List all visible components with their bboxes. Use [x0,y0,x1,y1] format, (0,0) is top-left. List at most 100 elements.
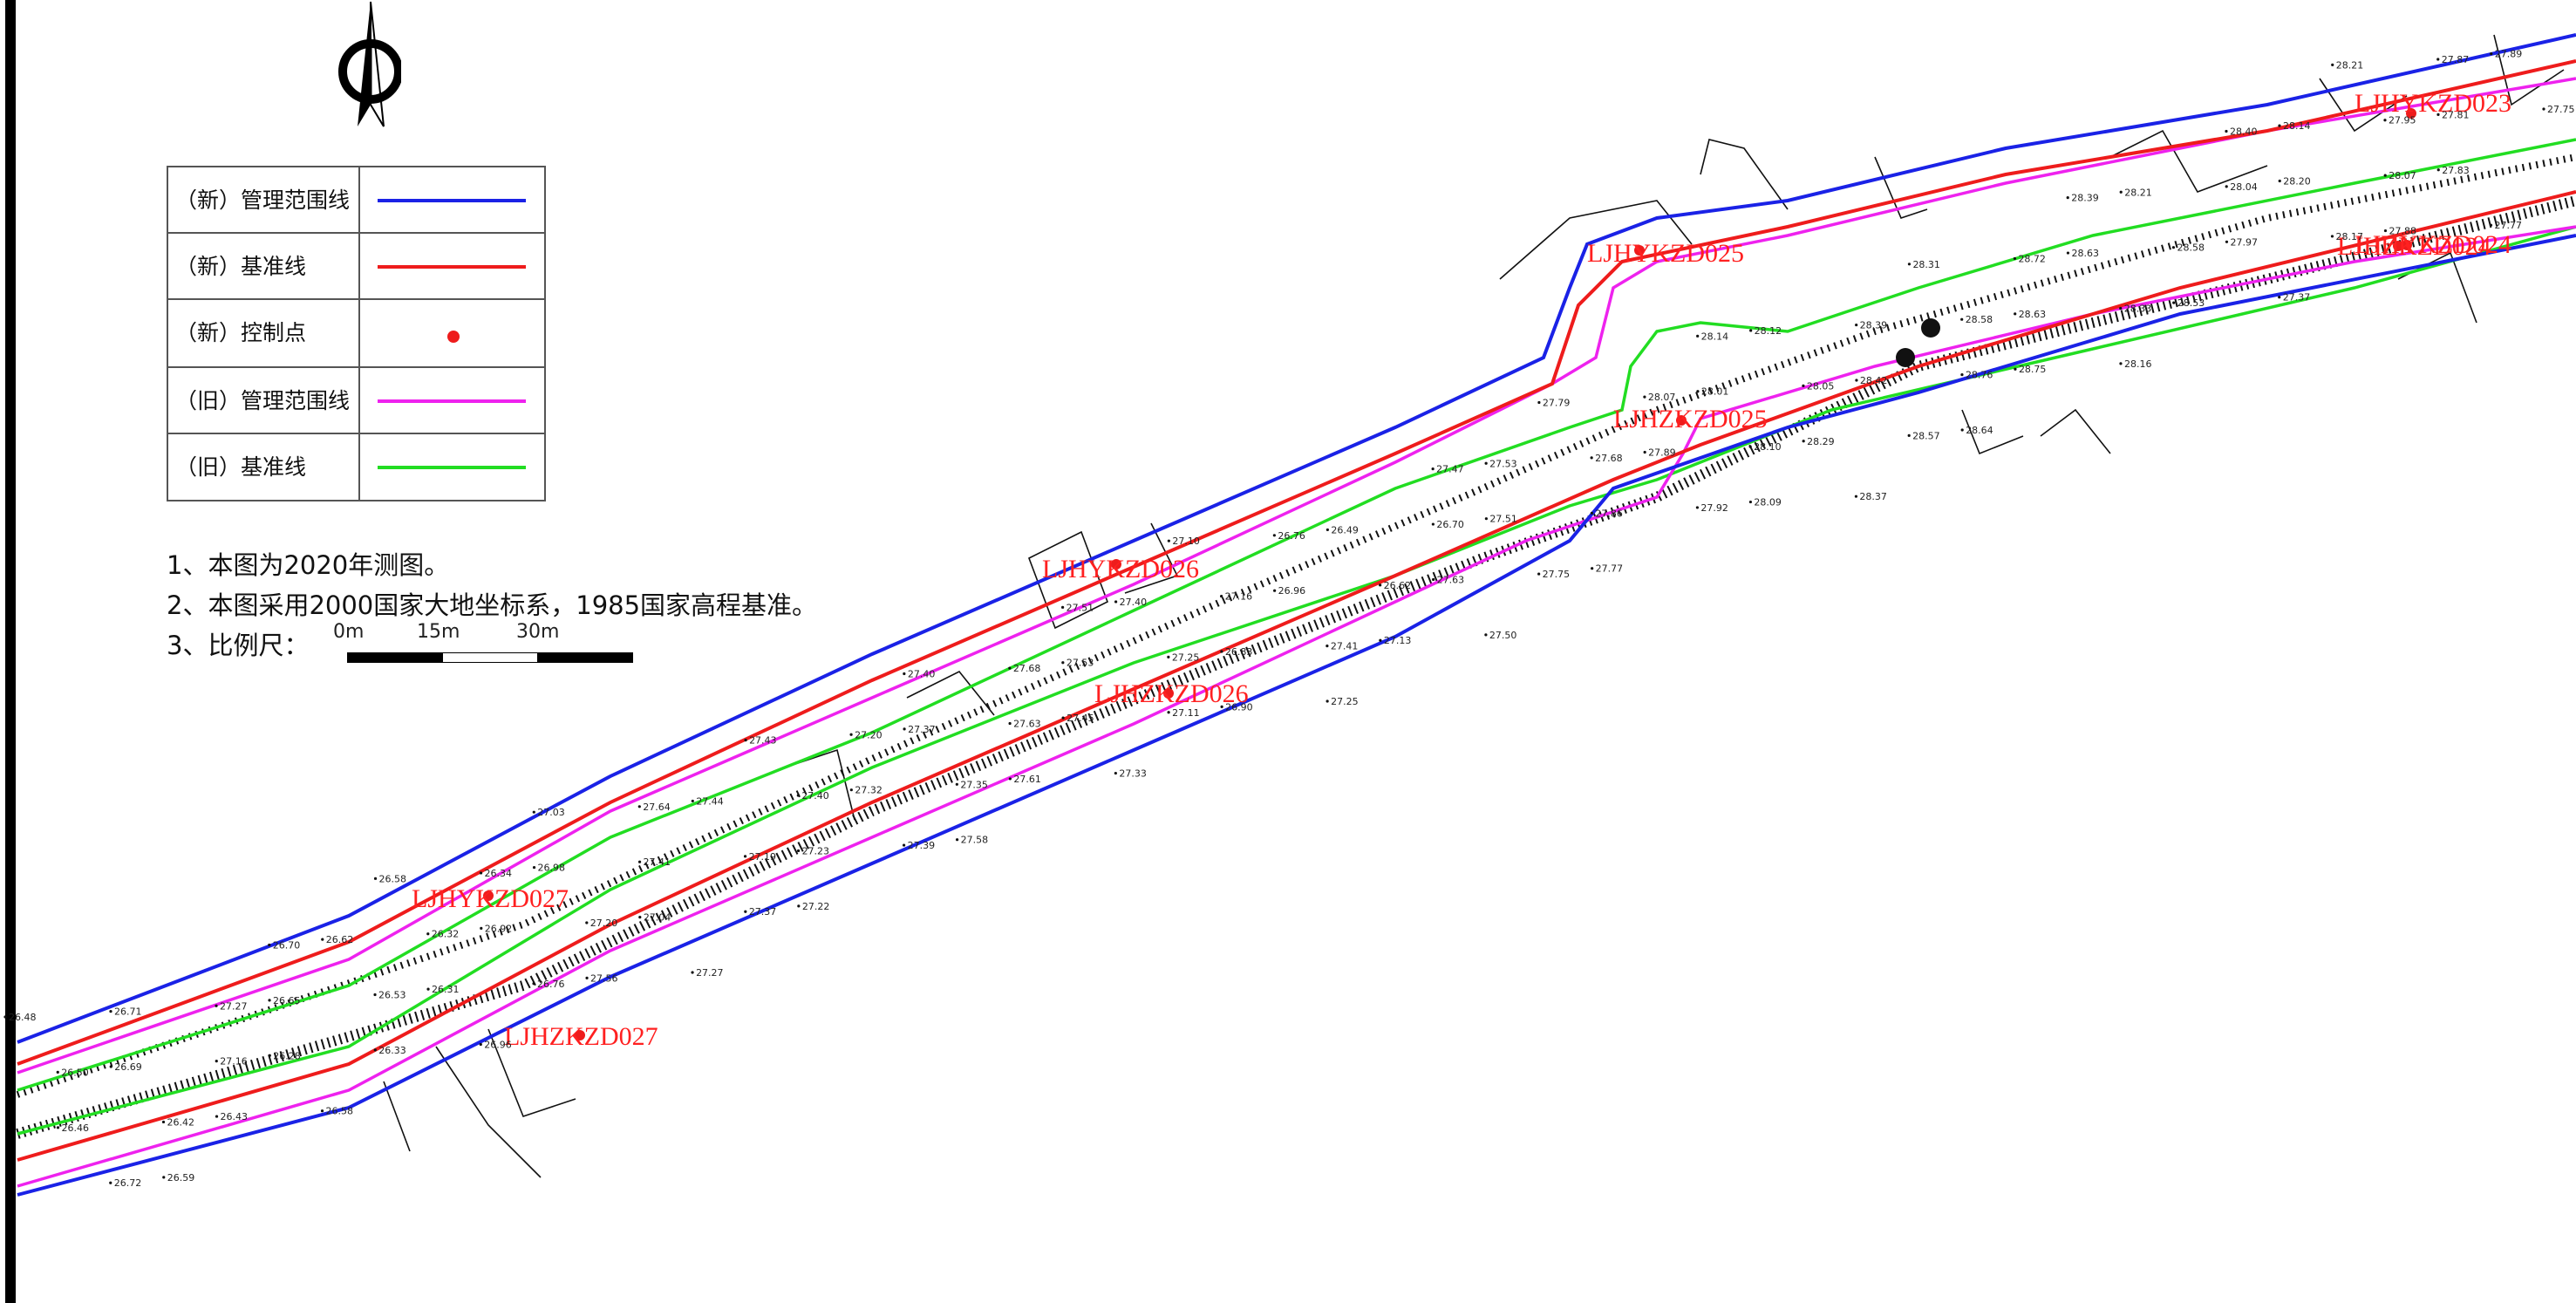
elevation-dot [2225,240,2229,243]
elevation-dot [955,838,959,842]
elevation-label: 27.27 [696,967,724,979]
elevation-dot [2225,185,2228,188]
elevation-label: 27.88 [2389,226,2416,237]
elevation-label: 27.20 [855,729,883,740]
scale-label-30: 30m [516,621,560,643]
elevation-dot [1748,500,1753,504]
elevation-label: 27.86 [1595,508,1623,519]
elevation-label: 28.07 [2389,170,2416,181]
elevation-label: 28.57 [1912,430,1940,441]
elevation-dot [1696,390,1700,393]
old-boundary-lower [17,225,2576,1188]
scale-segment [443,653,537,662]
elevation-dot [1855,379,1858,382]
elevation-dot [161,1120,166,1124]
magenta-line-icon [378,399,526,403]
control-point-label: LJHZKZD026 [1094,679,1249,708]
new-baseline-upper [17,59,2576,1066]
elevation-label: 27.79 [1543,397,1571,408]
elevation-label: 27.63 [1437,574,1465,585]
elevation-dot [797,904,801,908]
elevation-label: 28.58 [1966,314,1993,325]
elevation-label: 27.25 [1331,696,1359,707]
elevation-dot [1907,263,1912,266]
elevation-label: 27.63 [1013,719,1041,730]
legend-row-old-baseline: （旧）基准线 [168,434,544,501]
scale-label-0: 0m [333,621,365,643]
elevation-label: 27.37 [2283,292,2311,304]
old-baseline-upper [17,138,2576,1092]
elevation-label: 28.76 [1966,370,1993,381]
elevation-dot [215,1004,218,1007]
elevation-dot [1537,572,1541,576]
elevation-dot [268,1054,271,1057]
control-point-label: LJHYKZD026 [1042,555,1199,583]
elevation-dot [426,987,430,991]
new-boundary-upper [17,33,2576,1044]
elevation-dot [2225,129,2228,133]
elevation-label: 27.25 [1172,652,1200,663]
elevation-label: 26.31 [432,984,460,995]
scale-bar [347,652,633,663]
elevation-label: 27.43 [749,735,777,747]
elevation-label: 27.16 [220,1056,248,1068]
elevation-label: 27.53 [1067,658,1094,669]
elevation-label: 27.22 [802,901,830,912]
elevation-label: 27.44 [696,795,724,807]
control-point-marker [1634,245,1645,256]
elevation-label: 28.05 [1807,380,1835,392]
elevation-dot [2119,306,2123,310]
elevation-dot [532,982,535,986]
elevation-label: 28.17 [2335,231,2363,242]
elevation-dot [1802,440,1805,443]
elevation-label: 28.58 [2177,242,2205,254]
elevation-dot [849,788,853,792]
elevation-dot [2278,296,2281,299]
elevation-label: 28.14 [2283,120,2311,132]
elevation-dot [1008,721,1012,726]
elevation-label: 27.13 [1384,635,1412,646]
elevation-dot [1960,317,1964,321]
elevation-label: 26.76 [1278,530,1305,542]
elevation-dot [109,1181,112,1184]
elevation-label: 27.23 [802,845,830,856]
elevation-label: 27.32 [855,785,883,796]
elevation-dot [1325,699,1329,703]
elevation-dot [1590,456,1593,460]
elevation-label: 27.40 [801,790,829,802]
elevation-dot [2119,362,2123,365]
legend-row-old-boundary: （旧）管理范围线 [168,368,544,434]
elevation-label: 27.35 [960,779,988,790]
elevation-dot [1379,583,1382,587]
elevation-dot [585,921,589,924]
control-point-marker [1163,688,1174,699]
elevation-label: 28.72 [2018,253,2046,264]
elevation-dot [1484,461,1488,465]
elevation-dot [1643,450,1646,454]
elevation-label: 27.41 [644,856,671,868]
elevation-dot [1960,428,1964,432]
elevation-label: 26.69 [114,1061,142,1073]
elevation-label: 26.50 [61,1067,89,1078]
legend-label: （旧）管理范围线 [175,388,351,413]
elevation-label: 28.63 [2019,309,2047,320]
elevation-label: 26.98 [538,863,566,874]
elevation-dot [2383,229,2388,233]
elevation-label: 27.58 [961,835,989,846]
elevation-label: 27.75 [1543,569,1571,580]
elevation-dot [1061,661,1065,665]
control-point-marker [1111,559,1121,570]
elevation-dot [373,877,378,880]
note-coordinate-system: 2、本图采用2000国家大地坐标系，1985国家高程基准。 [167,590,818,620]
elevation-label: 27.77 [1596,563,1624,575]
elevation-dot [2013,256,2017,261]
control-point-label: LJHYKZD024 [2355,230,2511,259]
control-point-marker [1676,415,1687,426]
elevation-dot [215,1115,219,1118]
elevation-dot [1220,650,1223,653]
elevation-label: 26.62 [326,934,354,945]
old-baseline-lower [17,225,2576,1136]
elevation-dot [2066,196,2069,200]
elevation-label: 28.39 [1860,320,1888,331]
